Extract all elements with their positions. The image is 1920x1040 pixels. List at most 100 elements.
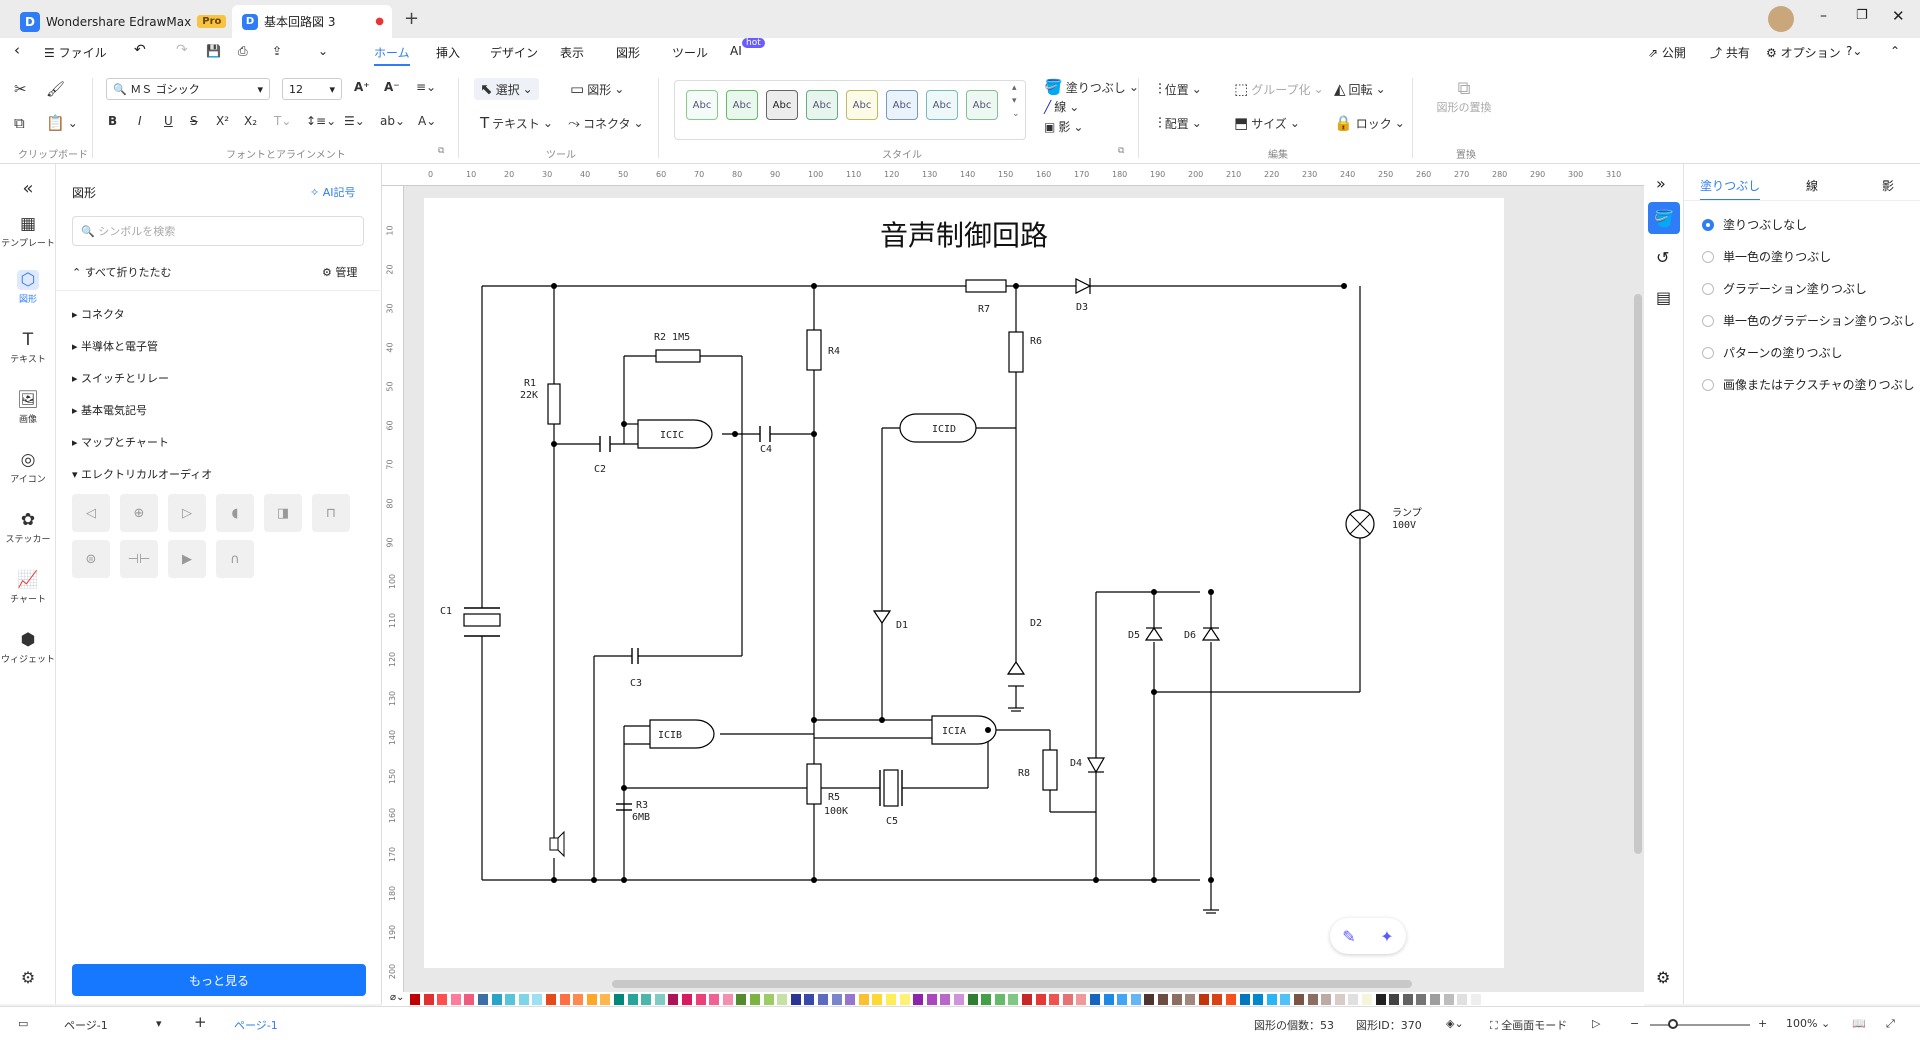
- tab-fill[interactable]: 塗りつぶし: [1700, 177, 1761, 201]
- label-r5-value[interactable]: 100K: [824, 806, 848, 817]
- color-swatch[interactable]: [750, 994, 760, 1005]
- line-spacing-icon[interactable]: ↕≡⌄: [306, 114, 337, 128]
- color-swatch[interactable]: [1171, 994, 1182, 1005]
- color-swatch[interactable]: [518, 994, 529, 1005]
- label-icia[interactable]: ICIA: [942, 726, 966, 737]
- category-switch-relay[interactable]: ▸ スイッチとリレー: [72, 372, 170, 385]
- connector-tool[interactable]: ⤳コネクタ⌄: [568, 114, 644, 132]
- rail-icons[interactable]: ◎アイコン: [10, 450, 46, 485]
- resistor-r8[interactable]: [1042, 749, 1058, 791]
- color-swatch[interactable]: [1334, 994, 1345, 1005]
- color-swatch[interactable]: [1239, 994, 1250, 1005]
- color-swatch[interactable]: [967, 994, 978, 1005]
- color-swatch[interactable]: [410, 994, 420, 1005]
- symbol-microphone-icon[interactable]: ⊕: [120, 494, 158, 532]
- color-swatch[interactable]: [586, 994, 597, 1005]
- color-swatch[interactable]: [1266, 994, 1277, 1005]
- style-preset-7[interactable]: Abc: [926, 90, 958, 120]
- category-semiconductor[interactable]: ▸ 半導体と電子管: [72, 340, 159, 353]
- bullets-icon[interactable]: ☰⌄: [344, 114, 365, 128]
- color-swatch[interactable]: [464, 994, 475, 1005]
- color-swatch[interactable]: [1130, 994, 1141, 1005]
- diode-d4[interactable]: [1086, 757, 1106, 774]
- color-swatch[interactable]: [491, 994, 502, 1005]
- color-swatch[interactable]: [954, 994, 964, 1005]
- color-swatch[interactable]: [1049, 994, 1060, 1005]
- color-swatch[interactable]: [926, 994, 937, 1005]
- size-button[interactable]: ⬒サイズ⌄: [1234, 114, 1300, 132]
- diagram-title[interactable]: 音声制御回路: [879, 219, 1048, 252]
- color-swatch[interactable]: [899, 994, 910, 1005]
- replace-shape-button[interactable]: ⧉図形の置換: [1434, 78, 1494, 115]
- label-lamp[interactable]: ランプ: [1392, 507, 1422, 519]
- color-swatch[interactable]: [1280, 994, 1291, 1005]
- gallery-scroll-icon[interactable]: ▴▾⌄: [1012, 83, 1020, 119]
- label-c1[interactable]: C1: [440, 606, 452, 617]
- shape-tool[interactable]: ▭図形⌄: [570, 80, 625, 98]
- diode-d6[interactable]: [1201, 626, 1221, 641]
- lock-button[interactable]: 🔒ロック⌄: [1334, 114, 1405, 132]
- category-basic-electrical[interactable]: ▸ 基本電気記号: [72, 404, 148, 417]
- fill-option-texture[interactable]: 画像またはテクスチャの塗りつぶし: [1702, 376, 1915, 393]
- style-dialog-icon[interactable]: ⧉: [1118, 146, 1125, 156]
- add-page-button[interactable]: +: [194, 1013, 207, 1031]
- color-swatch[interactable]: [818, 994, 828, 1005]
- help-icon[interactable]: ?⌄: [1846, 44, 1863, 58]
- color-swatch[interactable]: [1389, 994, 1400, 1005]
- color-swatch[interactable]: [695, 994, 706, 1005]
- align-icon[interactable]: ≡⌄: [416, 80, 437, 94]
- color-swatch[interactable]: [1253, 994, 1264, 1005]
- label-c3[interactable]: C3: [630, 678, 642, 689]
- fill-option-none[interactable]: 塗りつぶしなし: [1702, 216, 1807, 233]
- label-icic[interactable]: ICIC: [660, 430, 684, 441]
- category-map-chart[interactable]: ▸ マップとチャート: [72, 436, 169, 449]
- decrease-font-icon[interactable]: A⁻: [384, 80, 400, 94]
- symbol-search-input[interactable]: 🔍 シンボルを検索: [72, 216, 364, 246]
- label-d6[interactable]: D6: [1184, 630, 1196, 641]
- rail-charts[interactable]: 📈チャート: [10, 570, 46, 605]
- options-button[interactable]: ⚙ オプション: [1766, 46, 1841, 60]
- label-r5[interactable]: R5: [828, 792, 840, 803]
- ai-symbol-button[interactable]: ✧ AI記号: [310, 186, 356, 199]
- rail-image[interactable]: 🖼画像: [17, 390, 39, 425]
- menu-design[interactable]: デザイン: [490, 46, 539, 60]
- color-swatch[interactable]: [1185, 994, 1196, 1005]
- close-icon[interactable]: ✕: [1892, 7, 1905, 25]
- resistor-r1[interactable]: [547, 383, 561, 425]
- category-electrical-audio[interactable]: ▾ エレクトリカルオーディオ: [72, 468, 213, 481]
- color-swatch[interactable]: [1470, 994, 1481, 1005]
- label-r8[interactable]: R8: [1018, 768, 1030, 779]
- italic-icon[interactable]: I: [138, 114, 142, 128]
- label-r3[interactable]: R3: [636, 800, 648, 811]
- expand-panel-icon[interactable]: »: [1656, 174, 1666, 193]
- zoom-slider-handle[interactable]: [1668, 1019, 1678, 1029]
- color-swatch[interactable]: [1307, 994, 1318, 1005]
- style-preset-5[interactable]: Abc: [846, 90, 878, 120]
- color-swatch[interactable]: [614, 994, 624, 1005]
- label-r3-value[interactable]: 6MB: [632, 812, 650, 823]
- color-swatch[interactable]: [546, 994, 556, 1005]
- minimize-icon[interactable]: –: [1820, 8, 1827, 24]
- fit-page-icon[interactable]: ⤢: [1886, 1017, 1895, 1030]
- back-icon[interactable]: ‹: [14, 41, 20, 59]
- color-swatch[interactable]: [886, 994, 896, 1005]
- doc-tab[interactable]: D 基本回路図 3 ●: [232, 5, 392, 38]
- color-swatch[interactable]: [559, 994, 570, 1005]
- page-panel-icon[interactable]: ▤: [1656, 288, 1672, 307]
- text-direction-icon[interactable]: ab⌄: [380, 114, 406, 128]
- color-swatch[interactable]: [1362, 994, 1372, 1005]
- style-preset-4[interactable]: Abc: [806, 90, 838, 120]
- color-swatch[interactable]: [423, 994, 434, 1005]
- page-select[interactable]: ページ-1▾: [64, 1017, 162, 1032]
- settings-icon[interactable]: ⚙: [20, 968, 36, 987]
- publish-button[interactable]: ⇗ 公開: [1648, 46, 1686, 60]
- color-swatch[interactable]: [940, 994, 951, 1005]
- app-tab[interactable]: D Wondershare EdrawMax Pro: [10, 5, 236, 38]
- symbol-amplifier-icon[interactable]: ▶: [168, 540, 206, 578]
- diode-d2[interactable]: [1006, 660, 1026, 675]
- rail-templates[interactable]: ▦テンプレート: [1, 214, 55, 249]
- color-swatch[interactable]: [709, 994, 720, 1005]
- menu-tools[interactable]: ツール: [672, 46, 709, 60]
- font-name-select[interactable]: 🔍 ＭＳ ゴシック▾: [106, 78, 270, 100]
